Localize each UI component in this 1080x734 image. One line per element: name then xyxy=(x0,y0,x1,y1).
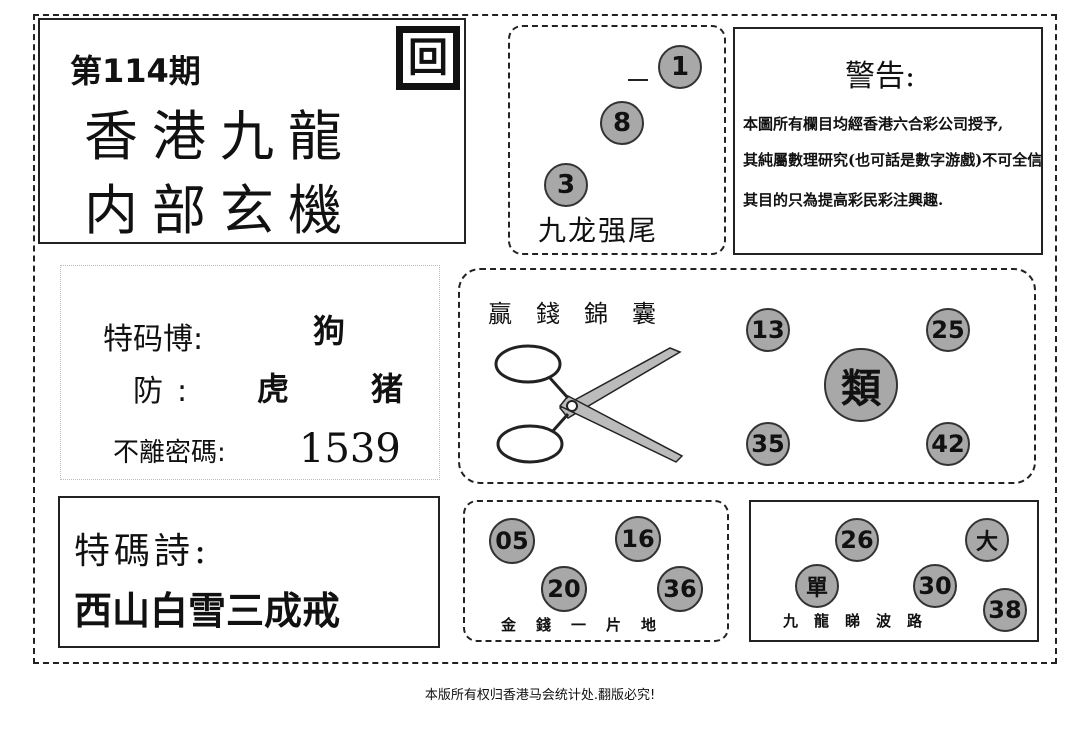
scissors-caption: 贏錢錦囊 xyxy=(488,300,680,328)
single-marker: 單 xyxy=(795,564,839,608)
special-value-3: 1539 xyxy=(299,426,401,472)
warning-box: 警告: 本圖所有欄目均經香港六合彩公司授予, 其純屬數理研究(也可話是數字游戲)… xyxy=(733,27,1043,255)
poem-box: 特碼詩: 西山白雪三成戒 xyxy=(58,496,440,648)
ball-42: 42 xyxy=(926,422,970,466)
ball-16: 16 xyxy=(615,516,661,562)
warning-line-3: 其目的只為提高彩民彩注興趣. xyxy=(743,191,944,209)
title-line-2: 内部玄機 xyxy=(84,179,356,242)
ball-05: 05 xyxy=(489,518,535,564)
poem-text: 西山白雪三成戒 xyxy=(74,589,341,633)
logo-mark: 回 xyxy=(396,26,460,90)
ball-3: 3 xyxy=(544,163,588,207)
header-box: 第114期 回 香港九龍 内部玄機 xyxy=(38,18,466,244)
special-value-2b: 猪 xyxy=(371,370,404,408)
ball-8: 8 xyxy=(600,101,644,145)
ball-13: 13 xyxy=(746,308,790,352)
wave-panel: 26 大 單 30 38 九龍睇波路 xyxy=(749,500,1039,642)
center-category: 類 xyxy=(824,348,898,422)
poem-label: 特碼詩: xyxy=(74,531,211,572)
big-marker: 大 xyxy=(965,518,1009,562)
warning-line-1: 本圖所有欄目均經香港六合彩公司授予, xyxy=(743,115,1004,133)
gold-caption: 金錢一片地 xyxy=(501,616,677,634)
scissors-panel: 贏錢錦囊 13 25 類 35 42 xyxy=(458,268,1036,484)
wave-caption: 九龍睇波路 xyxy=(783,612,939,630)
ball-36: 36 xyxy=(657,566,703,612)
logo-char: 回 xyxy=(408,34,448,81)
copyright-footer: 本版所有权归香港马会统计处.翻版必究! xyxy=(424,688,656,703)
title-line-1: 香港九龍 xyxy=(84,105,356,168)
ball-35: 35 xyxy=(746,422,790,466)
special-label-3: 不離密碼: xyxy=(113,438,226,468)
ball-30: 30 xyxy=(913,564,957,608)
special-value-1: 狗 xyxy=(313,312,346,350)
gold-panel: 05 16 20 36 金錢一片地 xyxy=(463,500,729,642)
warning-line-2: 其純屬數理研究(也可話是數字游戲)不可全信 xyxy=(743,151,1043,169)
special-label-2: 防: xyxy=(133,374,202,409)
ball-38: 38 xyxy=(983,588,1027,632)
tail-box: 1 8 3 九龙强尾 xyxy=(508,25,726,255)
outer-frame xyxy=(33,14,1057,664)
issue-number: 第114期 xyxy=(70,52,201,90)
ball-25: 25 xyxy=(926,308,970,352)
scissors-icon xyxy=(494,344,684,464)
special-label-1: 特码博: xyxy=(103,322,204,357)
ball-26: 26 xyxy=(835,518,879,562)
special-code-area: 特码博: 狗 防: 虎 猪 不離密碼: 1539 xyxy=(60,265,440,480)
dash-mark xyxy=(628,79,648,81)
ball-20: 20 xyxy=(541,566,587,612)
tail-caption: 九龙强尾 xyxy=(538,214,659,247)
special-value-2a: 虎 xyxy=(257,370,290,408)
ball-1: 1 xyxy=(658,45,702,89)
warning-title: 警告: xyxy=(845,59,916,94)
